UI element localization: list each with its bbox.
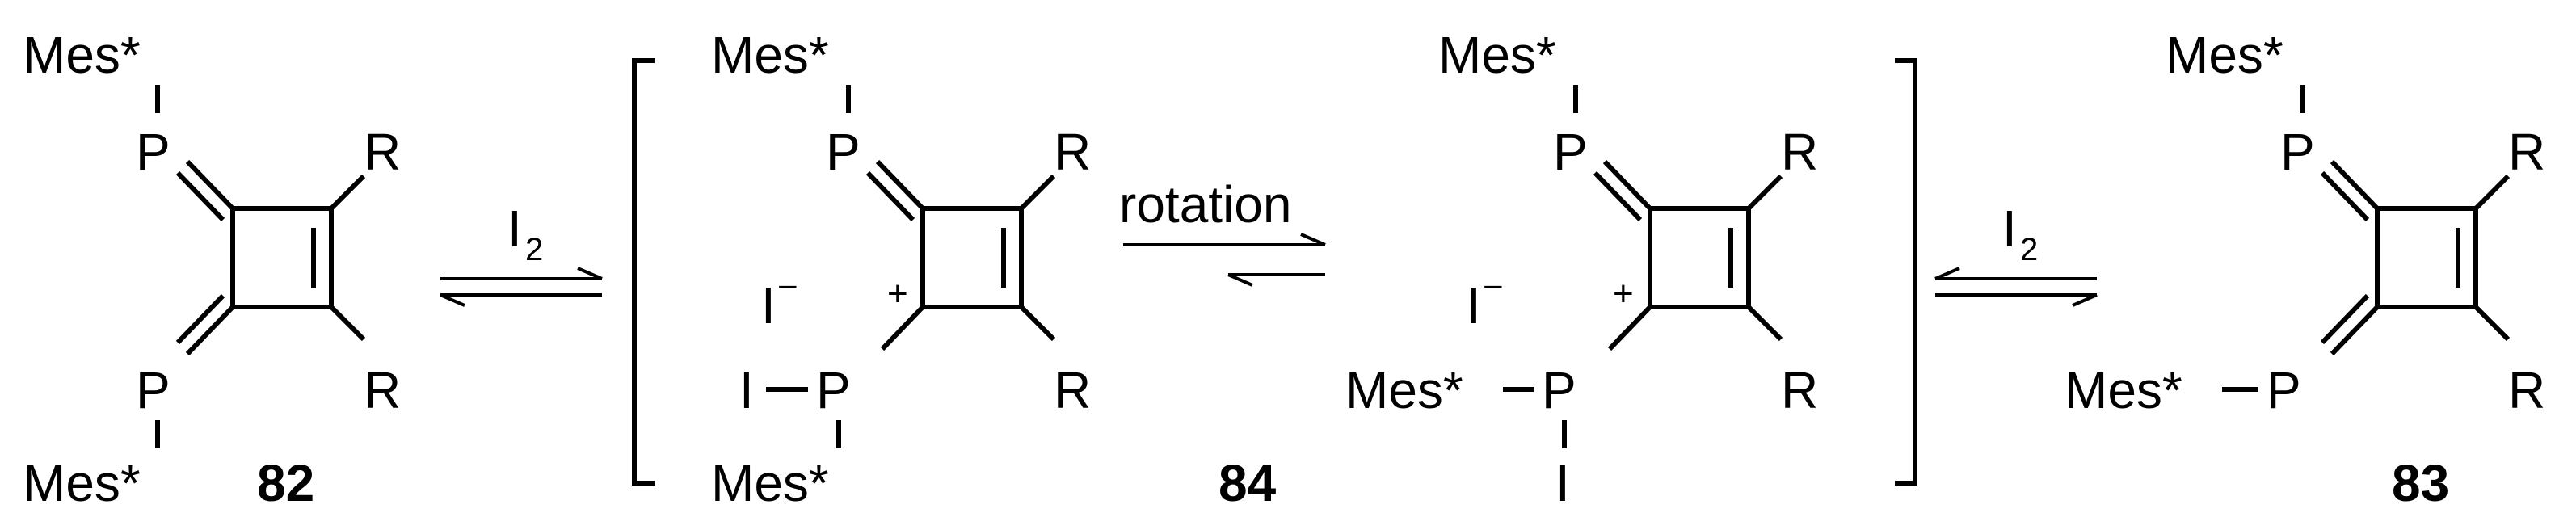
bond (1746, 305, 1783, 342)
iodide-anion: I (761, 276, 776, 334)
rotation-label: rotation (1119, 175, 1291, 233)
bond (880, 305, 925, 351)
forward-arrowhead (1300, 233, 1326, 246)
mes-substituent: Mes* (1345, 361, 1463, 419)
reagent-subscript: 2 (525, 232, 543, 267)
mes-substituent: Mes* (23, 26, 141, 84)
double-bond (185, 305, 235, 356)
cyclobutene-ring (2375, 206, 2478, 309)
forward-arrowhead (2072, 293, 2098, 307)
carbocation-charge: + (887, 274, 908, 313)
bond (329, 305, 366, 342)
compound-label-82: 82 (257, 454, 314, 512)
double-bond (865, 170, 915, 222)
double-bond (2320, 170, 2370, 222)
compound-label-83: 83 (2392, 454, 2449, 512)
compound-84-phosphonium: Mes* P R R + I − I P Mes* (711, 26, 1091, 512)
r-substituent: R (2508, 361, 2545, 419)
reagent-iodine: I (507, 200, 522, 258)
carbocation-charge: + (1613, 274, 1634, 313)
bond (1019, 305, 1056, 342)
iodide-anion: I (1467, 276, 1481, 334)
mes-substituent: Mes* (711, 454, 829, 512)
reagent-iodine: I (2002, 200, 2017, 258)
compound-83: Mes* P R R Mes* P 83 (2065, 26, 2545, 512)
bond (1019, 174, 1056, 211)
double-bond (175, 293, 225, 345)
equilibrium-arrow-1: I 2 (440, 200, 603, 307)
cyclobutene-ring (1648, 206, 1751, 309)
mes-substituent: Mes* (711, 26, 829, 84)
phosphorus-atom: P (1542, 361, 1576, 419)
compound-84-rotated: Mes* P R R + I − Mes* P I (1345, 26, 1818, 512)
double-bond (875, 159, 925, 211)
phosphorus-atom: P (2267, 361, 2301, 419)
double-bond (175, 170, 225, 222)
equilibrium-arrow-2: I 2 (1934, 200, 2098, 307)
r-substituent: R (364, 361, 401, 419)
double-bond (185, 159, 235, 211)
double-bond (2330, 305, 2380, 356)
r-substituent: R (1054, 361, 1091, 419)
compound-82: Mes* P R R P Mes* 82 (23, 26, 401, 512)
double-bond (2330, 159, 2380, 211)
iodine-atom: I (739, 361, 754, 419)
right-bracket (1895, 58, 1917, 486)
phosphorus-atom: P (826, 123, 861, 181)
phosphorus-atom: P (136, 123, 170, 181)
double-bond (2320, 293, 2370, 345)
bond (2473, 305, 2511, 342)
cyclobutene-ring (920, 206, 1024, 309)
r-substituent: R (364, 123, 401, 181)
bond (1607, 305, 1652, 351)
mes-substituent: Mes* (2065, 361, 2182, 419)
reverse-arrowhead (440, 293, 465, 307)
mes-substituent: Mes* (1438, 26, 1556, 84)
left-bracket (632, 58, 655, 486)
bond (1746, 174, 1783, 211)
double-bond (1602, 159, 1652, 211)
forward-arrowhead (577, 267, 603, 280)
compound-label-84: 84 (1219, 454, 1277, 512)
r-substituent: R (1054, 123, 1091, 181)
r-substituent: R (1781, 123, 1818, 181)
iodide-charge: − (1483, 267, 1504, 307)
phosphorus-atom: P (816, 361, 851, 419)
mes-substituent: Mes* (23, 454, 141, 512)
reverse-arrowhead (1934, 267, 1960, 280)
cyclobutene-ring (230, 206, 334, 309)
phosphorus-atom: P (1553, 123, 1588, 181)
rotation-equilibrium: rotation (1119, 175, 1326, 287)
reagent-subscript: 2 (2020, 232, 2038, 267)
bond (2473, 174, 2511, 211)
mes-substituent: Mes* (2166, 26, 2283, 84)
phosphorus-atom: P (2280, 123, 2315, 181)
double-bond (1593, 170, 1643, 222)
r-substituent: R (1781, 361, 1818, 419)
r-substituent: R (2508, 123, 2545, 181)
phosphorus-atom: P (136, 361, 170, 419)
iodine-atom: I (1555, 454, 1570, 512)
reverse-arrowhead (1227, 273, 1253, 287)
iodide-charge: − (777, 267, 798, 307)
bond (329, 174, 366, 211)
